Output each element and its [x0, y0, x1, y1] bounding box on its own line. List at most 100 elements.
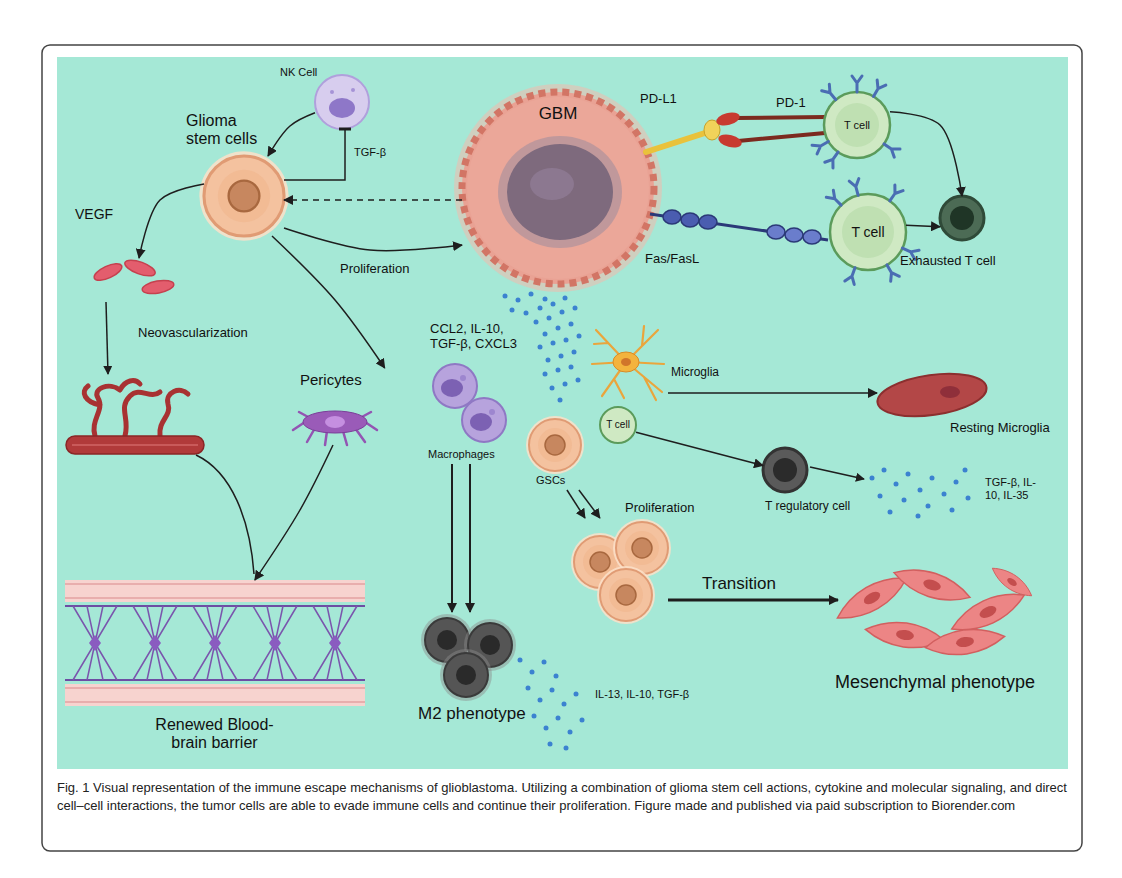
gbm-tumor-cell	[454, 84, 662, 292]
t-cell-illustration	[812, 137, 831, 154]
t-cell-illustration	[600, 407, 636, 443]
vegf-molecules	[141, 278, 175, 295]
cytokine-dots	[942, 492, 947, 497]
annotation-label: CCL2, IL-10, TGF-β, CXCL3	[430, 322, 525, 352]
node-label: Renewed Blood-brain barrier	[142, 716, 287, 753]
cytokine-dots	[963, 468, 968, 473]
annotation-label: Fas/FasL	[645, 252, 699, 267]
t-cell-illustration	[825, 149, 842, 168]
annotation-label: IL-13, IL-10, TGF-β	[595, 688, 689, 701]
cytokine-dots	[576, 378, 581, 383]
t-cell-illustration	[824, 92, 890, 158]
connector-arrow	[255, 445, 333, 580]
macrophage-illustration	[433, 364, 506, 442]
blood-vessel-illustration	[84, 381, 188, 436]
cytokine-dots	[503, 294, 508, 299]
cytokine-dots	[902, 498, 907, 503]
nk-cell-illustration	[330, 90, 334, 94]
gbm-tumor-cell	[530, 168, 574, 200]
connector-arrow	[284, 199, 462, 201]
cell-node: M2 phenotype	[412, 612, 532, 700]
fas-fasl-complex	[650, 210, 828, 244]
cell-node: Pericytes	[292, 368, 395, 445]
cytokine-dots	[543, 372, 548, 377]
cell-node: GSCs	[529, 419, 581, 490]
fas-fasl-complex	[767, 225, 785, 239]
cell-node: Proliferation	[572, 518, 668, 622]
cytokine-dots	[538, 698, 543, 703]
node-label: M2 phenotype	[418, 704, 526, 724]
vegf-molecules	[92, 260, 124, 284]
node-label: Macrophages	[428, 448, 495, 461]
treg-cell-illustration	[763, 448, 807, 492]
pericyte-illustration	[325, 416, 345, 428]
blood-vessel-illustration	[66, 381, 204, 454]
t-cell-illustration	[869, 80, 886, 99]
macrophage-illustration	[433, 364, 477, 408]
resting-microglia-illustration	[940, 386, 960, 398]
fas-fasl-complex	[663, 210, 681, 224]
treg-secretion-arrow	[810, 467, 864, 479]
cytokine-dots	[882, 468, 887, 473]
cytokine-dots	[550, 386, 555, 391]
cell-node: T cell	[830, 194, 906, 270]
cytokine-dots	[526, 686, 531, 691]
blood-brain-barrier-illustration	[65, 688, 365, 702]
gbm-tumor-cell	[498, 136, 622, 248]
node-label: Resting Microglia	[950, 421, 1050, 436]
cytokine-dots	[556, 368, 561, 373]
cytokine-dots	[542, 660, 547, 665]
cytokine-dots	[518, 658, 585, 751]
cytokine-dots	[563, 296, 568, 301]
cytokine-dots	[560, 310, 565, 315]
annotation-label: PD-L1	[640, 92, 677, 107]
cytokine-dots	[906, 472, 911, 477]
cell-node: NK Cell	[315, 75, 369, 129]
vegf-molecules	[92, 257, 175, 296]
blood-brain-barrier-illustration	[65, 606, 365, 680]
cell-node: GBM	[462, 92, 654, 284]
connector-arrow	[668, 392, 877, 394]
cytokine-dots	[559, 354, 564, 359]
cell-node: Renewed Blood-brain barrier	[65, 580, 365, 705]
cytokine-dots	[554, 674, 559, 679]
gbm-tumor-cell	[454, 84, 662, 292]
cell-node: Macrophages	[425, 362, 510, 464]
microglia-illustration	[592, 326, 664, 400]
t-cell-illustration	[881, 140, 900, 157]
blood-brain-barrier-illustration	[65, 580, 365, 706]
cytokine-dots	[556, 716, 561, 721]
gsc-illustration	[526, 416, 584, 474]
cytokine-dots	[918, 488, 923, 493]
macrophage-illustration	[462, 398, 506, 442]
cytokine-dots	[870, 476, 875, 481]
cell-node: T regulatory cell	[763, 448, 807, 492]
figure-panel	[57, 57, 1068, 769]
t-cell-illustration	[842, 206, 894, 258]
glioma-stem-cell-illustration	[199, 151, 288, 240]
cytokine-dots	[518, 658, 523, 663]
blood-brain-barrier-illustration	[313, 606, 357, 680]
t-cell-illustration	[826, 179, 919, 285]
annotation-label: Neovascularization	[138, 326, 248, 341]
cell-node: Mesenchymal phenotype	[838, 558, 1040, 660]
node-label: NK Cell	[280, 66, 317, 79]
connector-arrow	[268, 113, 315, 156]
t-cell-illustration	[883, 262, 900, 281]
cytokine-dots	[878, 494, 883, 499]
cell-node: Exhausted T cell	[940, 196, 984, 240]
glioma-stem-cell-illustration	[199, 151, 288, 240]
figure-frame	[42, 45, 1082, 851]
vessel-to-barrier-line	[196, 455, 254, 574]
node-label: T cell	[606, 419, 630, 431]
cytokine-dots	[510, 308, 515, 313]
vessel-to-barrier-line	[196, 455, 254, 574]
connector-arrow	[451, 464, 453, 612]
treg-cell-illustration	[763, 448, 807, 492]
cytokine-dots	[538, 306, 543, 311]
neovascularization-arrow	[106, 302, 108, 374]
cytokine-dots	[544, 726, 549, 731]
blood-vessel-illustration	[72, 444, 198, 446]
annotation-label: TGF-β, IL-10, IL-35	[985, 476, 1048, 501]
